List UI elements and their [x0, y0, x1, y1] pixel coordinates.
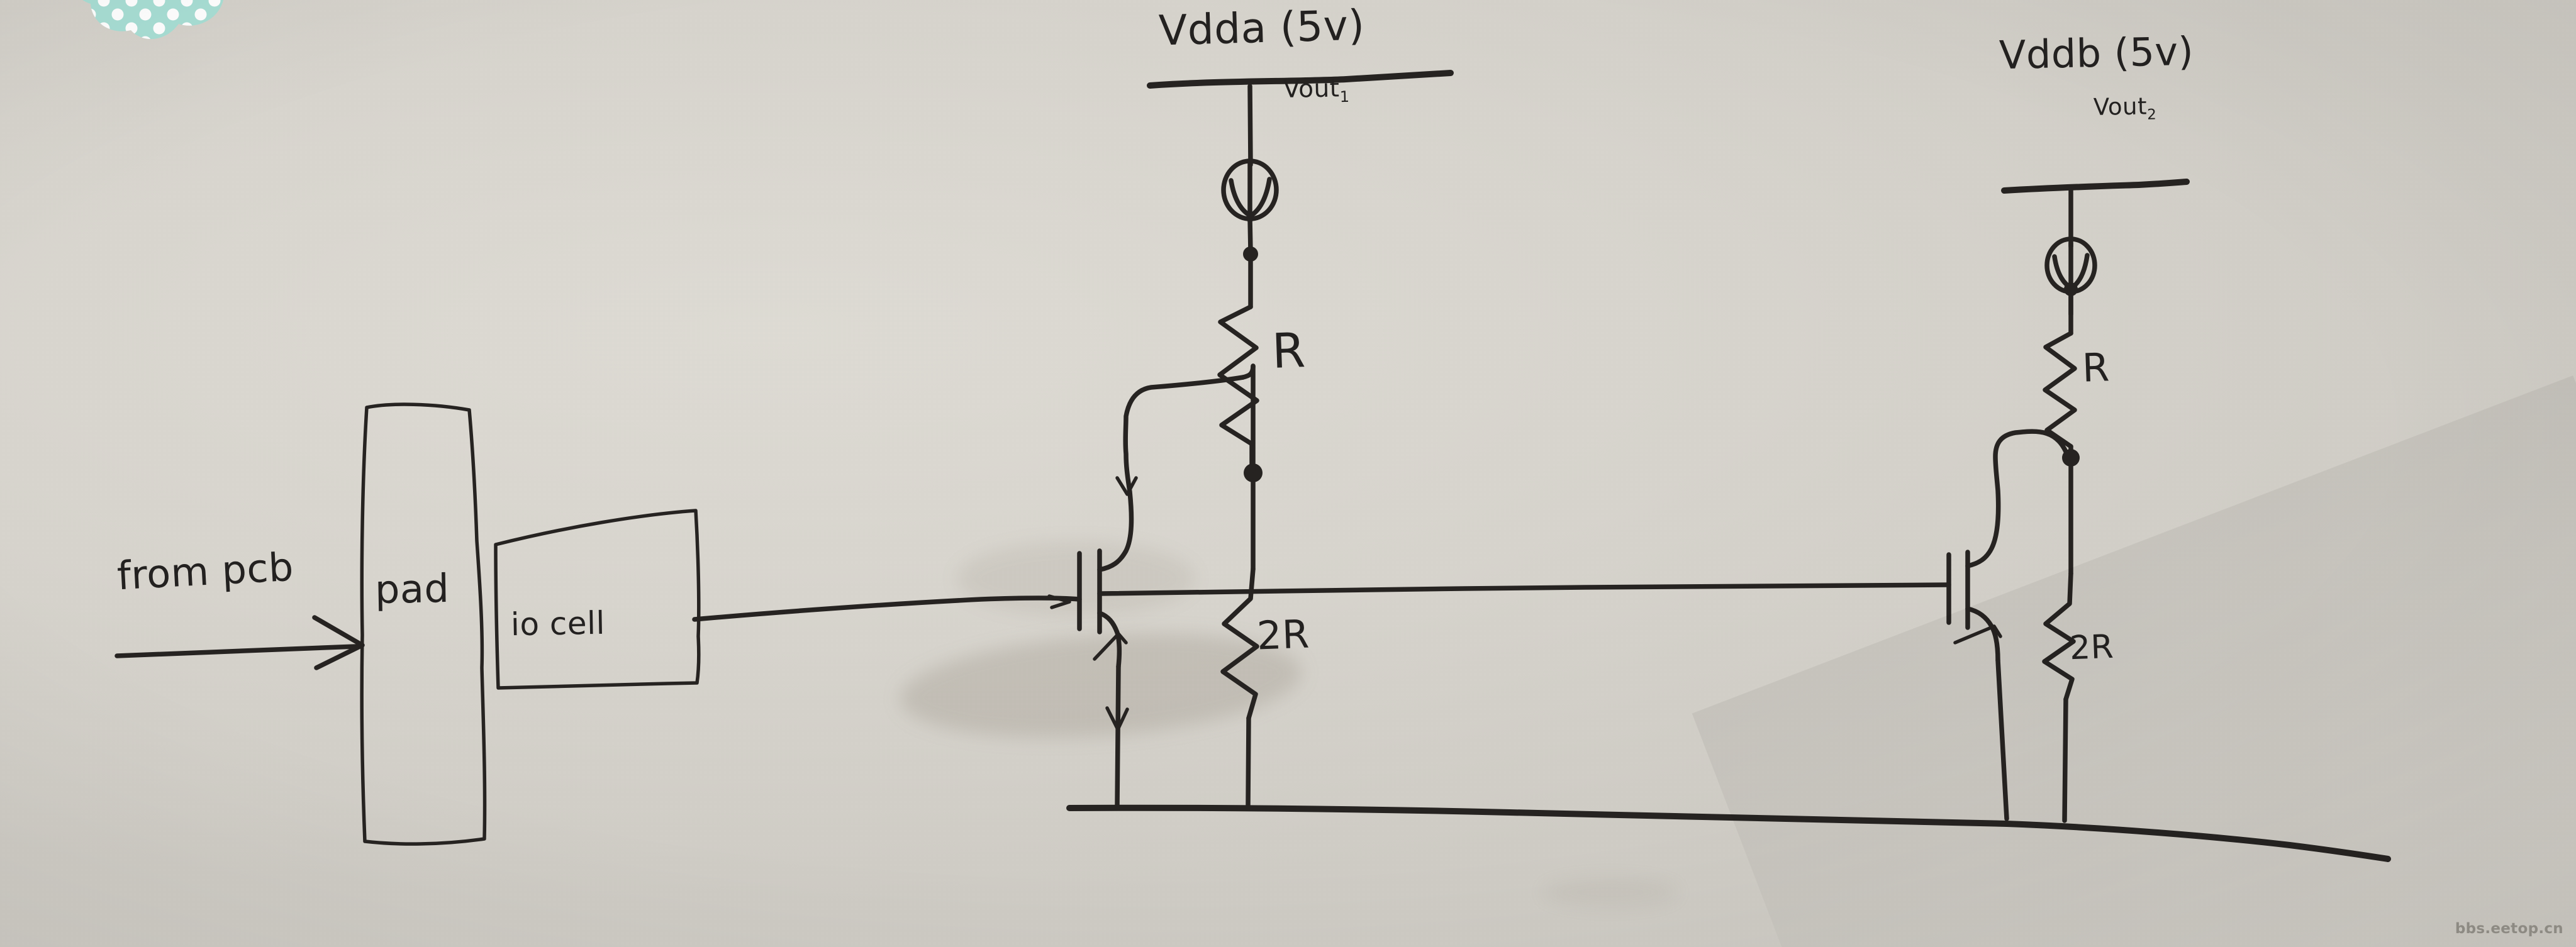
ground-rail — [1066, 804, 2391, 862]
vdda-to-source-wire — [1247, 84, 1253, 167]
watermark: bbs.eetop.cn — [2455, 921, 2563, 937]
io-cell-block-outline — [494, 509, 701, 690]
resistor-r-left-symbol — [1217, 304, 1259, 446]
source-a-to-vout1-wire — [1247, 216, 1253, 254]
pencil-smudge — [956, 541, 1195, 616]
left-drain-junction-dot — [1244, 463, 1263, 482]
pad-block-outline — [360, 402, 487, 846]
vout1-junction-dot — [1243, 246, 1258, 262]
resistor-2r-left-symbol — [1220, 567, 1259, 807]
signal-wire-to-right-gate — [1097, 582, 1951, 596]
vddb-rail — [2001, 179, 2190, 194]
polka-dot-sticker-icon — [70, 0, 240, 40]
vout2-junction-dot — [2064, 282, 2078, 296]
mosfet-right-symbol — [1946, 429, 2071, 821]
resistor-r-right-symbol — [2043, 331, 2077, 449]
signal-wire-to-left-gate — [692, 594, 1082, 622]
resistor-2r-right-symbol — [2042, 571, 2076, 823]
vdda-rail — [1147, 70, 1454, 89]
pencil-smudge — [1541, 877, 1680, 907]
